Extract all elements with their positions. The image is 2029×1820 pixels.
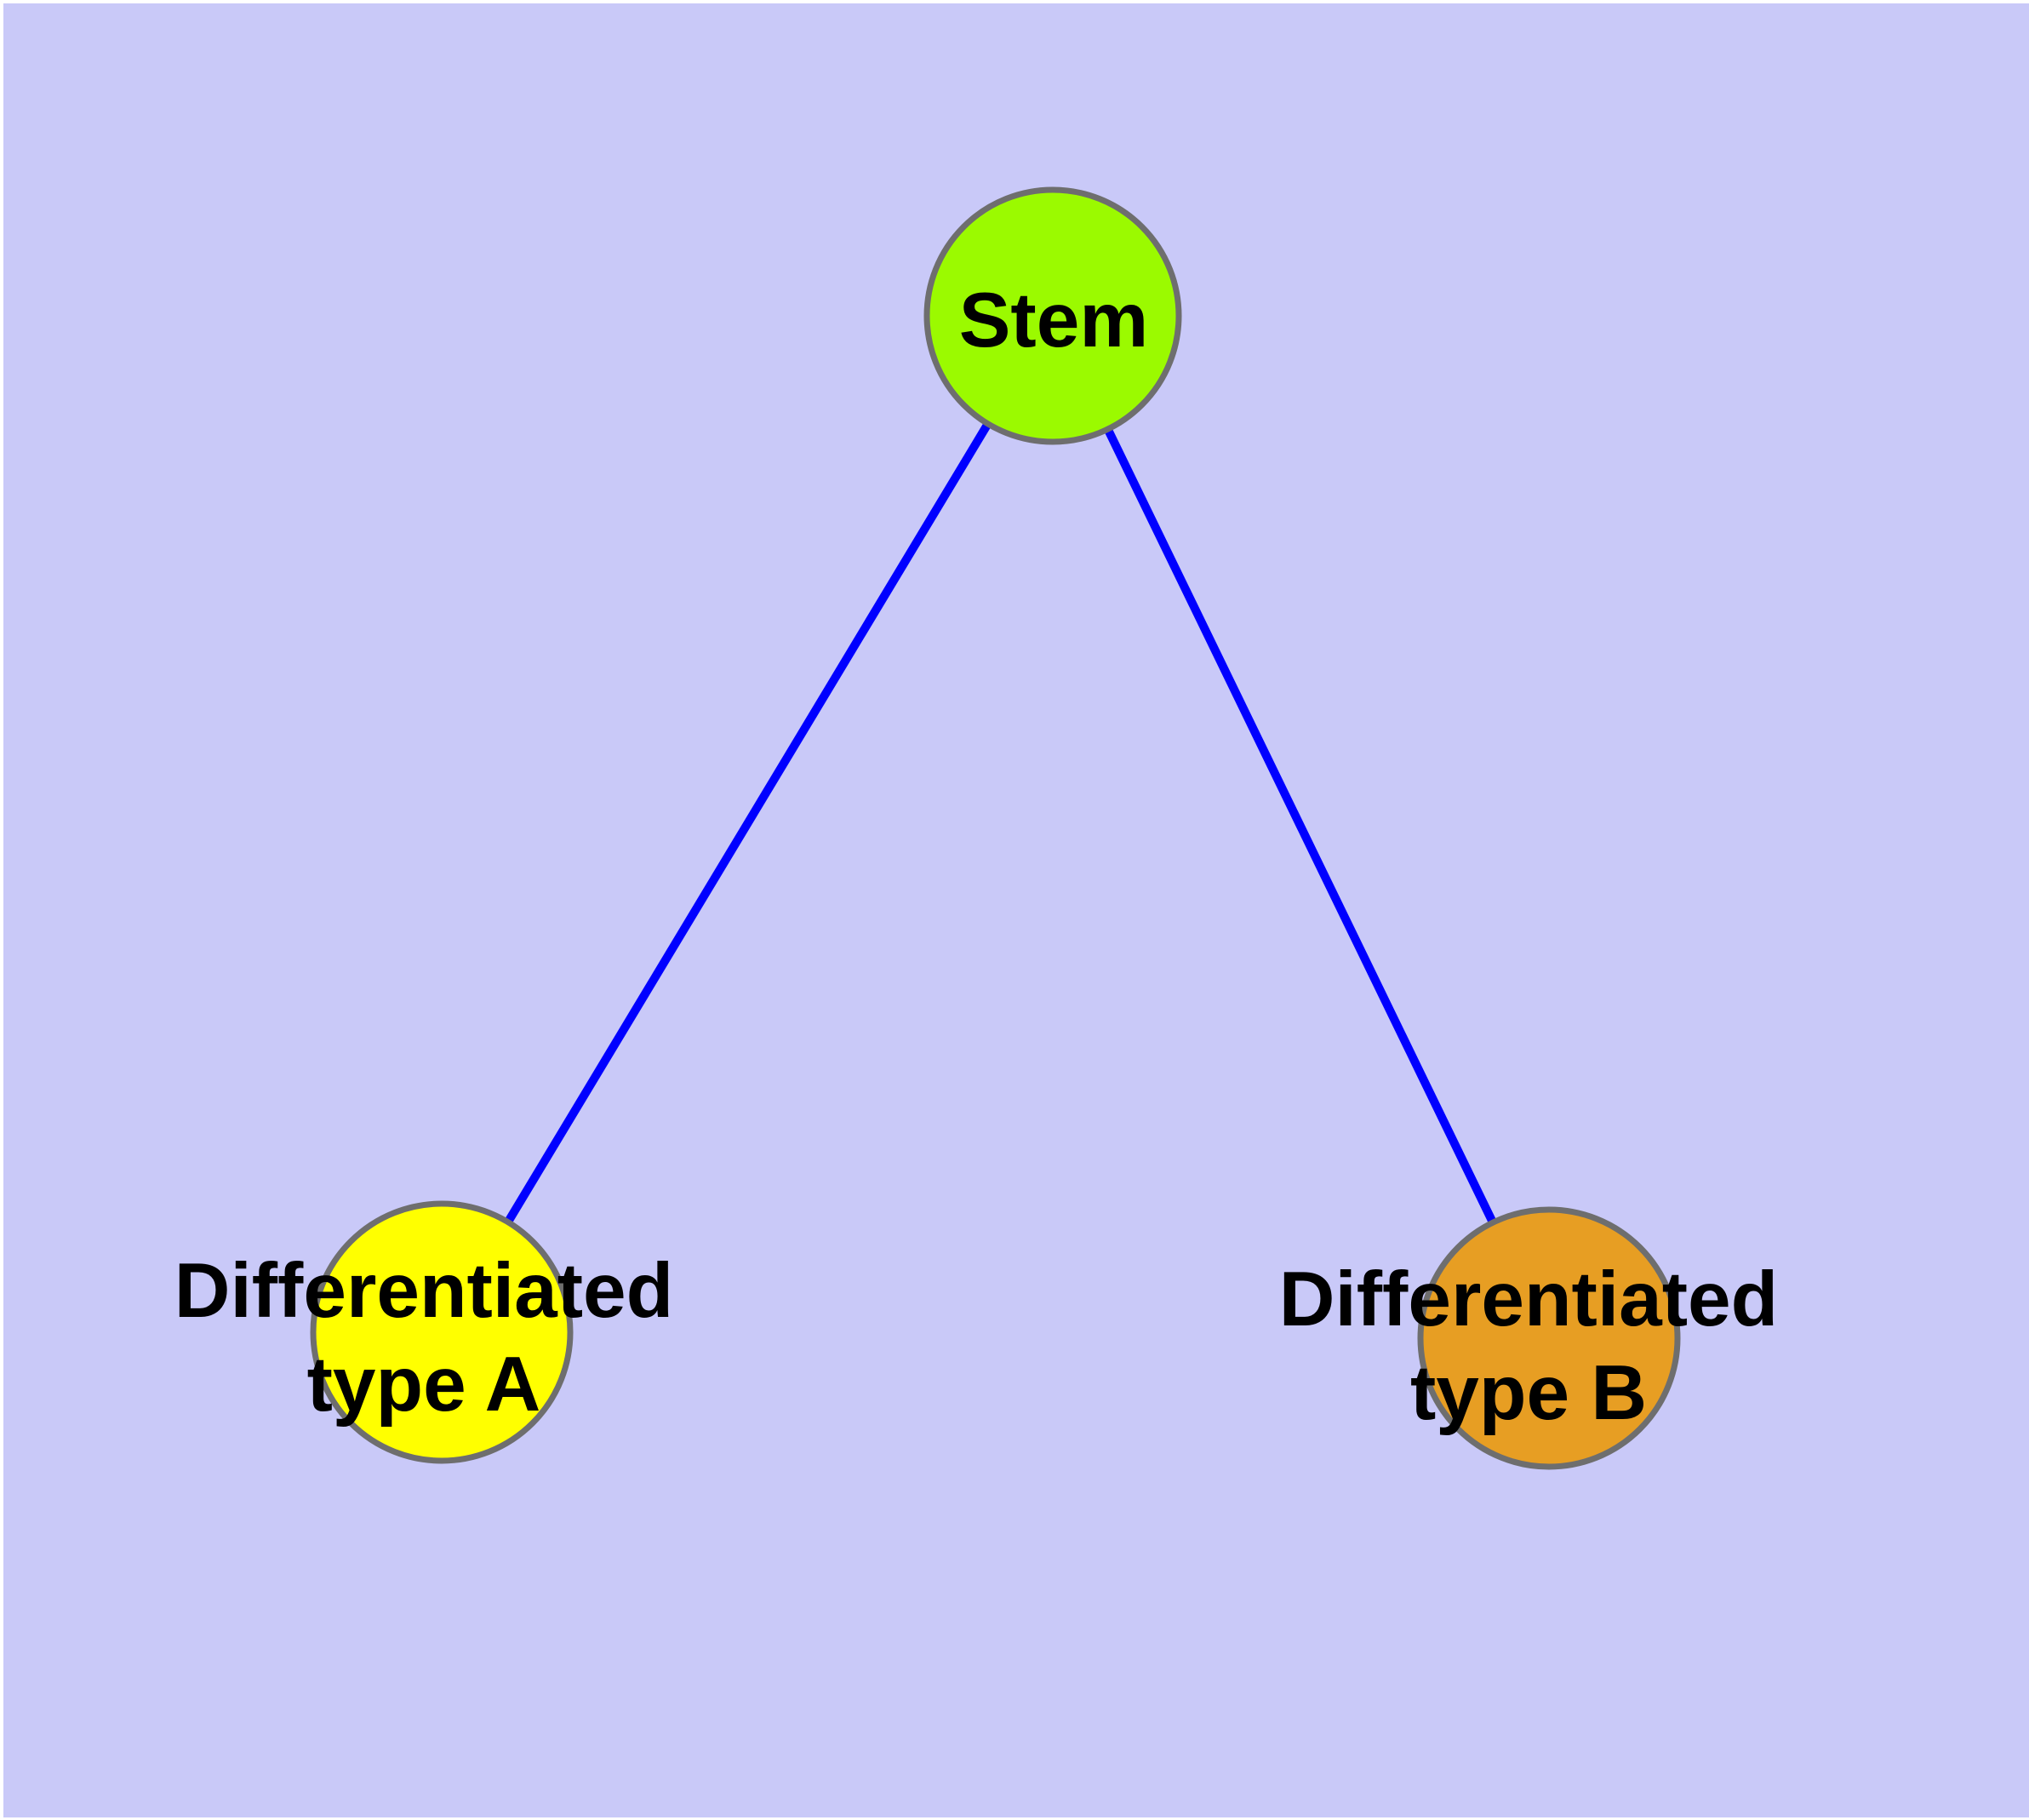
node-type-b-label-line2: type B bbox=[1410, 1350, 1647, 1436]
edge-stem-to-type-a bbox=[437, 313, 1057, 1335]
node-stem-label: Stem bbox=[959, 278, 1149, 363]
node-stem bbox=[923, 186, 1182, 445]
node-type-a-label-line2: type A bbox=[307, 1342, 541, 1428]
node-differentiated-type-b bbox=[1417, 1206, 1681, 1470]
node-differentiated-type-a bbox=[310, 1200, 574, 1464]
node-type-a-label-line1: Differentiated bbox=[174, 1248, 674, 1334]
edge-stem-to-type-b bbox=[1049, 313, 1553, 1341]
node-type-b-label-line1: Differentiated bbox=[1279, 1256, 1779, 1342]
